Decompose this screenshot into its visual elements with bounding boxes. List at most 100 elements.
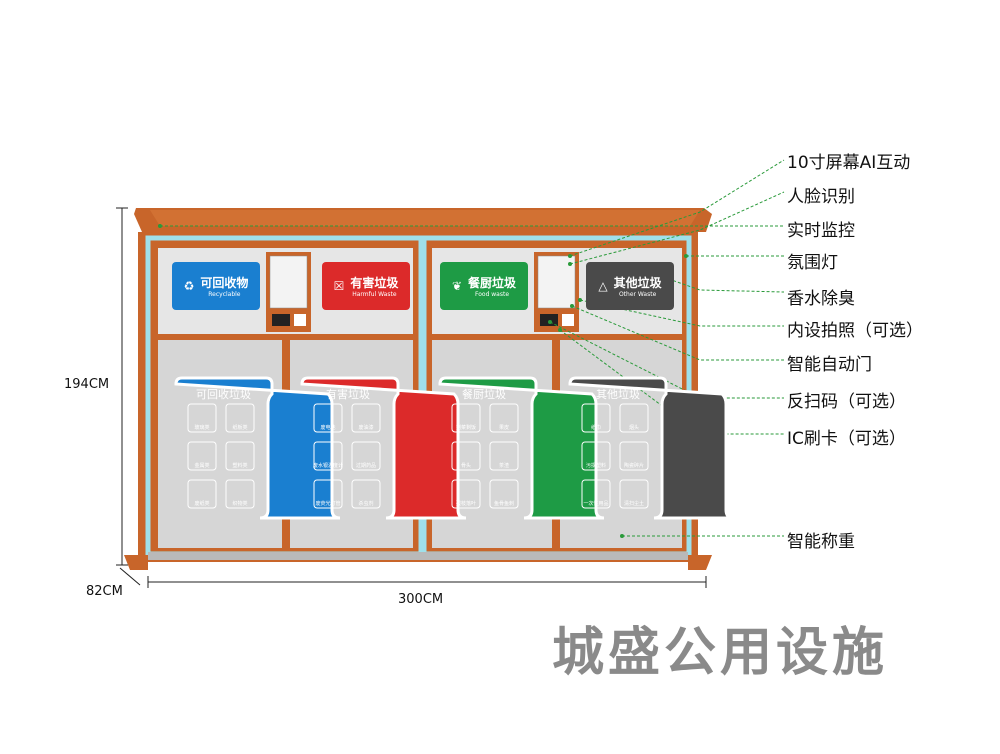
callout-face-recognition: 人脸识别 — [787, 187, 855, 207]
item-tile — [313, 479, 343, 509]
item-tile — [581, 479, 611, 509]
item-tile — [225, 479, 255, 509]
brand-watermark: 城盛公用设施 — [552, 623, 889, 683]
callout-deodorize: 香水除臭 — [787, 289, 855, 309]
camera-left — [272, 314, 290, 326]
leader-dot-5 — [578, 298, 582, 302]
item-label: 废电池 — [320, 425, 336, 431]
item-tile — [187, 403, 217, 433]
bin-panel-3 — [568, 376, 735, 520]
sign-harmful-label: 有害垃圾 — [350, 276, 399, 290]
callout-photo: 内设拍照（可选） — [787, 321, 923, 341]
door-1 — [158, 340, 282, 548]
panel-title-food: 餐厨垃圾 — [462, 388, 506, 401]
item-label: 玻璃类 — [194, 425, 210, 431]
harmful-icon: ☒ — [333, 279, 345, 293]
item-tile — [351, 403, 381, 433]
item-tile — [451, 403, 481, 433]
leader-dot-1 — [568, 262, 572, 266]
item-tile — [619, 403, 649, 433]
sign-other-en: Other Waste — [618, 291, 657, 298]
item-tile — [581, 441, 611, 471]
base-rail — [148, 552, 688, 560]
callout-weighing: 智能称重 — [787, 532, 855, 552]
width-label: 300CM — [398, 592, 444, 607]
height-label: 194CM — [64, 377, 110, 392]
callout-scan: 反扫码（可选） — [787, 392, 906, 412]
recycle-icon: ♻ — [183, 279, 195, 293]
panel-title-other: 其他垃圾 — [596, 388, 640, 401]
sign-other-label: 其他垃圾 — [613, 276, 662, 290]
callout-monitoring: 实时监控 — [787, 221, 855, 241]
sign-recyclable-en: Recyclable — [208, 291, 241, 298]
leader-line-1 — [569, 191, 785, 265]
roof-top — [150, 210, 700, 226]
item-tile — [619, 441, 649, 471]
item-label: 过期药品 — [355, 463, 376, 469]
sign-food-en: Food waste — [474, 291, 510, 298]
item-tile — [619, 479, 649, 509]
card-reader-left — [294, 314, 306, 326]
leader-dot-6 — [570, 304, 574, 308]
item-tile — [225, 441, 255, 471]
leader-line-8 — [559, 329, 784, 435]
item-label: 纸巾 — [590, 425, 601, 431]
item-label: 废水银温度计 — [313, 463, 344, 469]
item-label: 茶渣 — [498, 463, 509, 469]
leader-dot-2 — [158, 224, 162, 228]
item-label: 清扫尘土 — [623, 501, 644, 507]
depth-label: 82CM — [86, 584, 123, 599]
item-tile — [489, 403, 519, 433]
leader-line-6 — [571, 305, 784, 361]
item-tile — [225, 403, 255, 433]
panel-title-recyclable: 可回收垃圾 — [196, 388, 251, 401]
item-tile — [451, 479, 481, 509]
item-label: 剩菜剩饭 — [455, 425, 476, 431]
leader-line-0 — [569, 159, 785, 257]
food-icon: ❦ — [451, 279, 463, 293]
leader-line-7 — [549, 321, 784, 399]
item-label: 废纸类 — [194, 501, 210, 507]
camera-right — [540, 314, 558, 326]
callout-ai-screen: 10寸屏幕AI互动 — [787, 153, 911, 173]
item-label: 骨头 — [460, 463, 471, 469]
panel-title-harmful: 有害垃圾 — [326, 388, 370, 401]
item-label: 烟头 — [628, 425, 639, 431]
item-label: 陶瓷碎片 — [623, 463, 644, 469]
sign-recyclable-label: 可回收物 — [200, 276, 249, 290]
item-tile — [313, 403, 343, 433]
item-tile — [187, 441, 217, 471]
item-label: 废荧光灯管 — [315, 501, 341, 507]
leg-left — [124, 555, 148, 570]
item-label: 果皮 — [498, 425, 509, 431]
item-label: 一次性用品 — [583, 501, 609, 507]
item-tile — [451, 441, 481, 471]
item-tile — [489, 441, 519, 471]
leader-dot-3 — [684, 254, 688, 258]
other-icon: △ — [598, 279, 608, 293]
item-label: 废油漆 — [358, 425, 374, 431]
item-label: 织物类 — [232, 501, 248, 507]
leg-right — [688, 555, 712, 570]
item-label: 鱼骨鱼刺 — [493, 501, 514, 507]
callout-ambient-light: 氛围灯 — [787, 253, 838, 273]
item-label: 杀虫剂 — [358, 501, 374, 507]
item-tile — [187, 479, 217, 509]
leader-dot-7 — [548, 320, 552, 324]
leader-dot-9 — [620, 534, 624, 538]
item-tile — [351, 479, 381, 509]
depth-dim-line — [119, 567, 141, 586]
sign-harmful-en: Harmful Waste — [352, 291, 397, 298]
item-label: 纸板类 — [232, 425, 248, 431]
item-label: 残枝落叶 — [455, 501, 476, 507]
sign-food-label: 餐厨垃圾 — [468, 276, 517, 290]
leader-dot-8 — [558, 328, 562, 332]
item-label: 污损塑料 — [585, 463, 606, 469]
card-reader-right — [562, 314, 574, 326]
screen-left — [269, 255, 308, 309]
